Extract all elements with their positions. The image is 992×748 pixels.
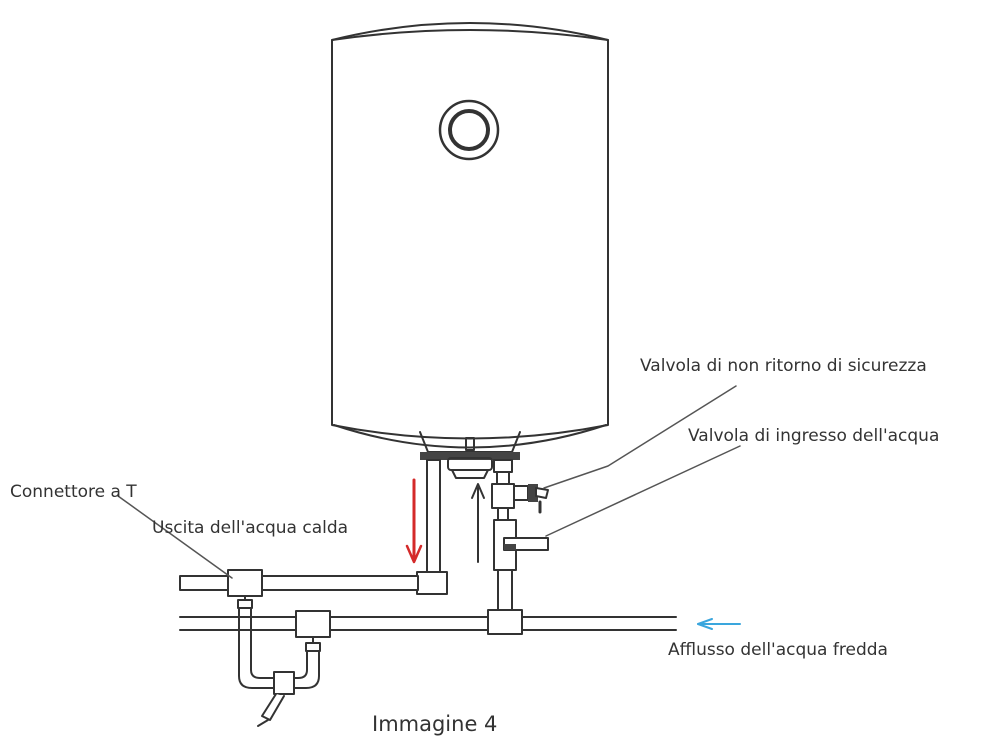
inlet-valve-handle — [503, 537, 549, 551]
cold-inlet-arrow — [471, 483, 485, 563]
hot-water-arrow — [405, 478, 423, 564]
label-hot-outlet: Uscita dell'acqua calda — [152, 518, 349, 538]
label-cold-inflow: Afflusso dell'acqua fredda — [668, 640, 888, 660]
cold-inflow-arrow — [697, 618, 741, 630]
thermostat-knob — [438, 99, 500, 161]
figure-caption: Immagine 4 — [372, 712, 498, 736]
bottom-flange — [420, 437, 520, 479]
cold-water-pipe — [487, 459, 523, 635]
hot-water-pipe — [179, 459, 448, 609]
boiler-tank — [331, 22, 609, 453]
label-t-connector: Connettore a T — [10, 482, 137, 502]
safety-valve-handle — [513, 484, 549, 514]
cold-main-pipe — [179, 610, 677, 652]
mixing-tap — [238, 607, 320, 727]
label-inlet-valve: Valvola di ingresso dell'acqua — [688, 426, 940, 446]
label-safety-valve: Valvola di non ritorno di sicurezza — [640, 356, 927, 376]
leader-lines — [117, 385, 741, 579]
